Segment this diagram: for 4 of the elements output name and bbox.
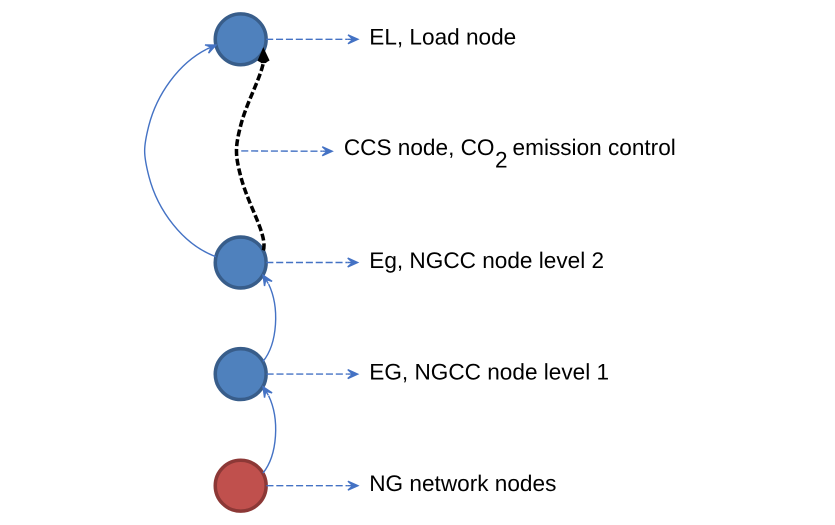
node-text: EL, Load node <box>368 24 516 50</box>
node-text: Eg, NGCC node level 2 <box>368 248 604 273</box>
node-text: NG network nodes <box>368 471 556 496</box>
node-text: EG, NGCC node level 1 <box>368 359 609 384</box>
